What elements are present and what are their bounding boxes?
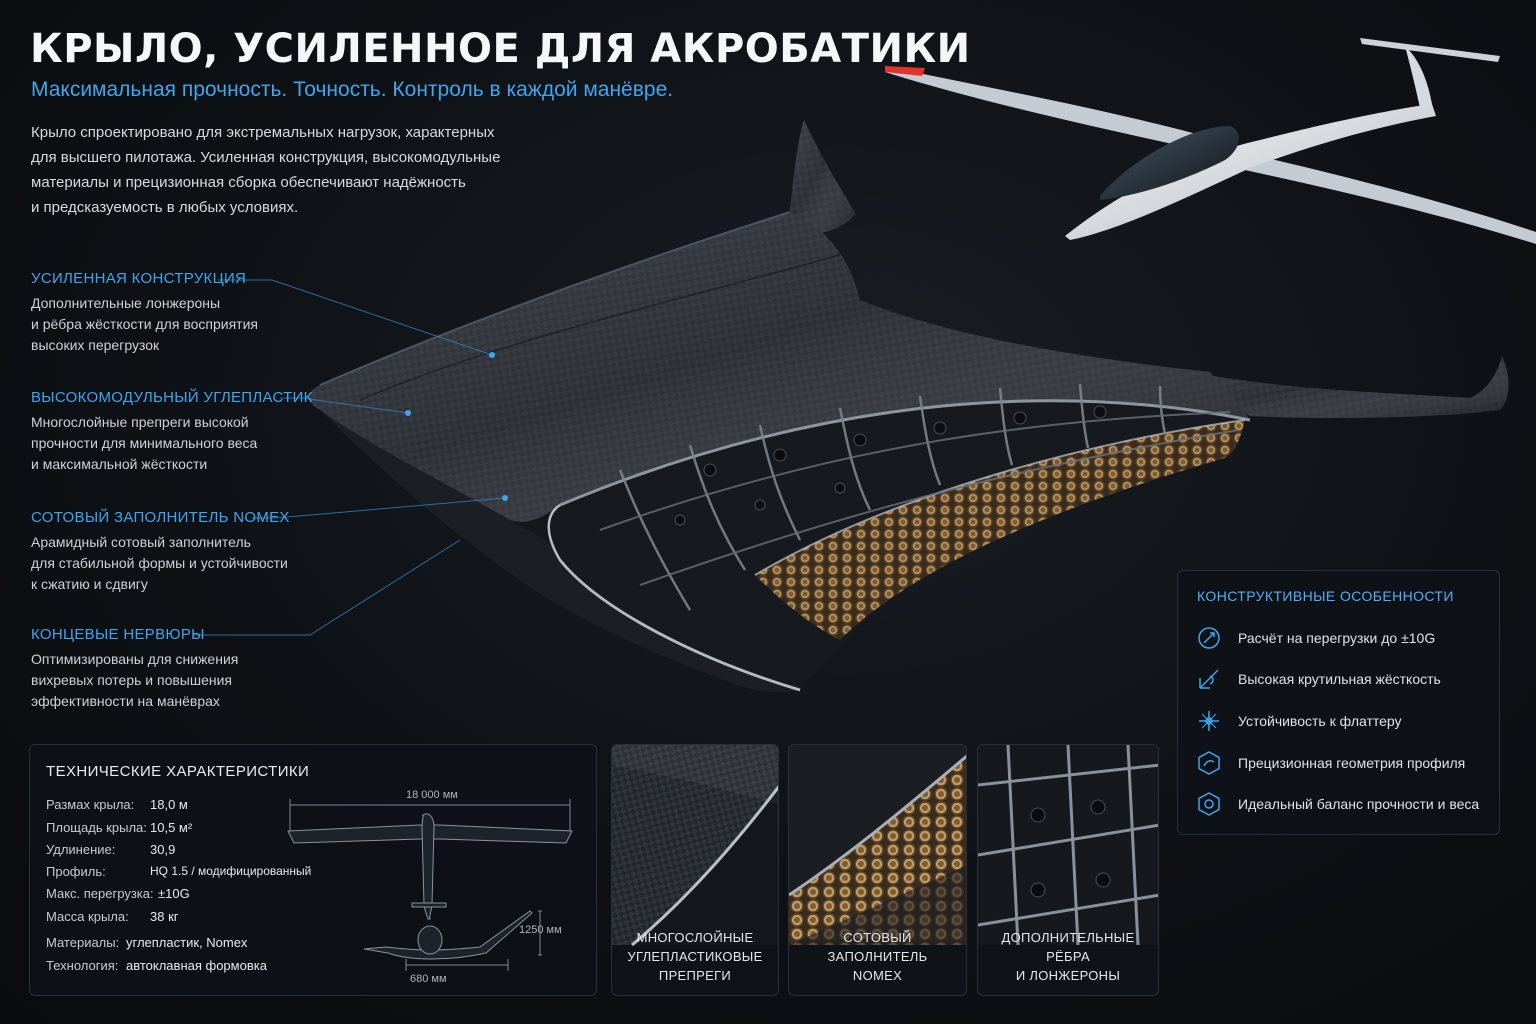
- specs-heading: ТЕХНИЧЕСКИЕ ХАРАКТЕРИСТИКИ: [46, 763, 310, 780]
- flutter-icon: [1199, 711, 1219, 731]
- spec-value: автоклавная формовка: [126, 958, 267, 973]
- specs-panel: ТЕХНИЧЕСКИЕ ХАРАКТЕРИСТИКИ Размах крыла:…: [29, 744, 597, 996]
- callout-text: Оптимизированы для снижения вихревых пот…: [31, 651, 239, 709]
- thumbnail-ribs-spars: ДОПОЛНИТЕЛЬНЫЕ РЁБРА И ЛОНЖЕРОНЫ: [977, 744, 1159, 996]
- torsion-icon: [1199, 669, 1219, 689]
- profile-icon: [1198, 751, 1220, 775]
- spec-row: Размах крыла:: [46, 797, 135, 812]
- callout-nomex-honeycomb: СОТОВЫЙ ЗАПОЛНИТЕЛЬ NOMEX Арамидный сото…: [31, 509, 301, 595]
- callout-title: ВЫСОКОМОДУЛЬНЫЙ УГЛЕПЛАСТИК: [31, 389, 313, 406]
- g-load-icon: [1198, 627, 1220, 649]
- design-feature-item: Устойчивость к флаттеру: [1196, 707, 1402, 735]
- spec-value: HQ 1.5 / модифицированный: [150, 864, 312, 878]
- thumbnail-nomex-honeycomb: СОТОВЫЙ ЗАПОЛНИТЕЛЬ NOMEX: [788, 744, 967, 996]
- callout-carbon-fiber: ВЫСОКОМОДУЛЬНЫЙ УГЛЕПЛАСТИК Многослойные…: [31, 389, 313, 475]
- spec-row: Технология:: [46, 958, 119, 973]
- thumbnail-caption: МНОГОСЛОЙНЫЕ УГЛЕПЛАСТИКОВЫЕ ПРЕПРЕГИ: [627, 930, 763, 983]
- spec-value: 38 кг: [150, 909, 179, 924]
- thumbnail-carbon-prepreg: МНОГОСЛОЙНЫЕ УГЛЕПЛАСТИКОВЫЕ ПРЕПРЕГИ: [611, 744, 779, 996]
- page-title: КРЫЛО, УСИЛЕННОЕ ДЛЯ АКРОБАТИКИ: [30, 26, 971, 72]
- spec-value: ±10G: [158, 886, 190, 901]
- design-feature-item: Высокая крутильная жёсткость: [1196, 665, 1441, 693]
- design-features-heading: КОНСТРУКТИВНЫЕ ОСОБЕННОСТИ: [1197, 588, 1454, 604]
- spec-value: 30,9: [150, 842, 176, 857]
- spec-row: Материалы:: [46, 935, 120, 950]
- callout-title: КОНЦЕВЫЕ НЕРВЮРЫ: [31, 626, 205, 643]
- spec-row: Удлинение:: [46, 842, 116, 857]
- callout-text: Арамидный сотовый заполнитель для стабил…: [31, 534, 288, 592]
- dim-base-label: 680 мм: [410, 973, 447, 985]
- spec-row: Масса крыла:: [46, 909, 129, 924]
- design-features-panel: КОНСТРУКТИВНЫЕ ОСОБЕННОСТИ Расчёт на пер…: [1177, 570, 1500, 835]
- dim-height-label: 1250 мм: [519, 924, 562, 936]
- callout-tip-ribs: КОНЦЕВЫЕ НЕРВЮРЫ Оптимизированы для сниж…: [31, 626, 301, 712]
- thumbnail-image: [978, 745, 1158, 946]
- spec-row: Макс. перегрузка:: [46, 886, 154, 901]
- dim-span-label: 18 000 мм: [406, 789, 458, 801]
- spec-row: Площадь крыла:: [46, 820, 147, 835]
- spec-row: Профиль:: [46, 864, 106, 879]
- thumbnail-caption: ДОПОЛНИТЕЛЬНЫЕ РЁБРА И ЛОНЖЕРОНЫ: [1001, 930, 1135, 983]
- callout-title: СОТОВЫЙ ЗАПОЛНИТЕЛЬ NOMEX: [31, 509, 290, 526]
- thumbnail-image: [612, 745, 778, 947]
- balance-icon: [1198, 792, 1220, 816]
- callout-text: Многослойные препреги высокой прочности …: [31, 414, 258, 472]
- callout-title: УСИЛЕННАЯ КОНСТРУКЦИЯ: [31, 270, 247, 287]
- callout-text: Дополнительные лонжероны и рёбра жёсткос…: [31, 295, 258, 353]
- design-feature-item: Прецизионная геометрия профиля: [1196, 749, 1465, 777]
- glider-illustration: [885, 38, 1536, 244]
- planform-drawing: [287, 799, 573, 971]
- thumbnail-image: [789, 745, 966, 945]
- callout-reinforced-structure: УСИЛЕННАЯ КОНСТРУКЦИЯ Дополнительные лон…: [31, 270, 301, 356]
- spec-value: углепластик, Nomex: [126, 935, 248, 950]
- spec-value: 18,0 м: [150, 797, 188, 812]
- design-feature-item: Идеальный баланс прочности и веса: [1196, 790, 1479, 818]
- intro-text: Крыло спроектировано для экстремальных н…: [31, 124, 501, 216]
- thumbnail-caption: СОТОВЫЙ ЗАПОЛНИТЕЛЬ NOMEX: [827, 930, 928, 983]
- spec-value: 10,5 м²: [150, 820, 193, 835]
- design-feature-item: Расчёт на перегрузки до ±10G: [1196, 624, 1435, 652]
- page-subtitle: Максимальная прочность. Точность. Контро…: [31, 78, 674, 101]
